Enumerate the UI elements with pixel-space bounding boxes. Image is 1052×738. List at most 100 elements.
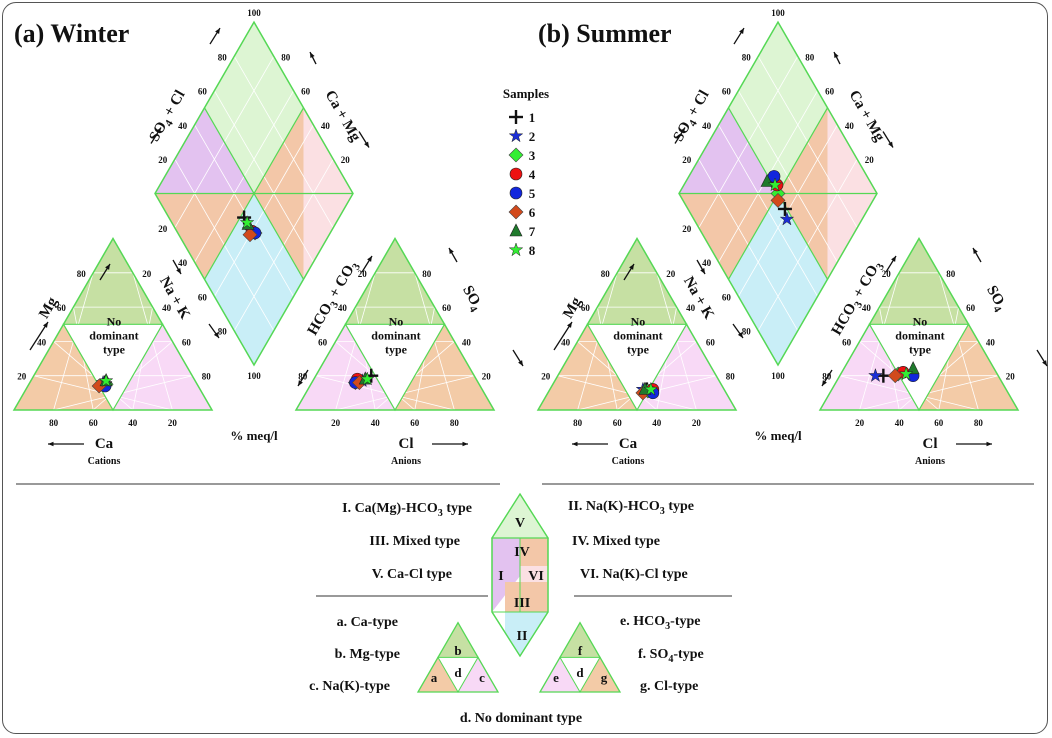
panel-title: (a) Winter bbox=[14, 19, 129, 48]
small-region-left bbox=[418, 657, 458, 692]
arrow-head bbox=[105, 264, 110, 270]
small-center bbox=[559, 656, 601, 693]
arrow-head bbox=[156, 127, 161, 134]
tick-mg: 20 bbox=[541, 372, 551, 382]
tick-so4: 80 bbox=[946, 269, 956, 279]
arrow-head bbox=[629, 264, 634, 270]
tick-so4cl: 40 bbox=[702, 121, 712, 131]
tick-nak: 40 bbox=[162, 303, 172, 313]
tick-nak: 20 bbox=[142, 269, 152, 279]
axis-arrow bbox=[623, 263, 635, 281]
region-d bbox=[63, 324, 163, 410]
class-I: I. Ca(Mg)-HCO3 type bbox=[342, 501, 472, 519]
axis-label-so4: SO4 bbox=[980, 283, 1010, 315]
subscript: 3 bbox=[328, 299, 341, 310]
class-IV: IV. Mixed type bbox=[572, 534, 660, 549]
tick-ca: 80 bbox=[573, 418, 583, 428]
axis-arrow bbox=[674, 127, 686, 144]
axis-arrow bbox=[696, 259, 706, 275]
axis-label-cl: Cl bbox=[399, 436, 414, 452]
tick-camg: 60 bbox=[301, 87, 311, 97]
legend-label-4: 4 bbox=[529, 167, 536, 182]
legend-marker-3 bbox=[508, 147, 524, 163]
tick-ca: 60 bbox=[613, 418, 623, 428]
axis-arrow bbox=[309, 51, 317, 65]
axis-label-ca: Ca bbox=[619, 436, 638, 452]
axis-label-nak: Na + K bbox=[680, 274, 717, 322]
class-f: f. SO4-type bbox=[638, 647, 704, 665]
diamond bbox=[154, 20, 354, 367]
class-II: II. Na(K)-HCO3 type bbox=[568, 499, 694, 517]
sample-8-anion-point bbox=[898, 366, 914, 381]
tick-diamond-left: 20 bbox=[158, 224, 168, 234]
tick-cl: 20 bbox=[855, 418, 865, 428]
legend-title: Samples bbox=[503, 86, 549, 101]
text-segment: + Cl bbox=[683, 88, 712, 123]
subscript: 3 bbox=[665, 621, 670, 632]
legend-label-6: 6 bbox=[529, 205, 536, 220]
tick-diamond-left: 80 bbox=[218, 327, 228, 337]
cation-outline bbox=[12, 236, 214, 411]
tick-diamond-left: 20 bbox=[682, 224, 692, 234]
axis-label-camg: Ca + Mg bbox=[846, 88, 888, 145]
region-g bbox=[919, 324, 1018, 410]
subscript: 4 bbox=[466, 304, 479, 315]
axis-label-camg: Ca + Mg bbox=[322, 88, 364, 145]
tick-mg: 80 bbox=[601, 269, 611, 279]
no-dominant-line2: dominant bbox=[895, 328, 944, 342]
axis-arrow bbox=[732, 323, 744, 339]
tick-hco3: 40 bbox=[862, 303, 872, 313]
tick-bottom: 100 bbox=[771, 371, 785, 381]
small-center bbox=[437, 656, 479, 693]
tick-so4: 80 bbox=[422, 269, 432, 279]
arrow-head bbox=[48, 441, 54, 447]
tick-mg: 40 bbox=[37, 337, 47, 347]
axis-arrow bbox=[150, 127, 162, 144]
no-dominant-line3: type bbox=[103, 342, 126, 356]
legend-label-2: 2 bbox=[529, 129, 536, 144]
subscript: 4 bbox=[990, 304, 1003, 315]
axis-arrow bbox=[956, 441, 992, 447]
legend-label-5: 5 bbox=[529, 186, 536, 201]
region-a-fill bbox=[14, 324, 113, 410]
legend-marker-8 bbox=[508, 242, 524, 257]
small-letter-center: d bbox=[454, 665, 462, 680]
tick-nak: 60 bbox=[706, 337, 716, 347]
label-anions: Anions bbox=[391, 456, 421, 467]
tick-camg: 40 bbox=[321, 121, 331, 131]
sample-6-diamond-point bbox=[242, 227, 258, 243]
tick-ca: 40 bbox=[128, 418, 138, 428]
legend-marker-1 bbox=[509, 110, 523, 124]
arrow-head bbox=[567, 322, 572, 328]
subscript: 4 bbox=[687, 118, 700, 129]
small-letter-left: a bbox=[431, 670, 438, 685]
units-label: % meq/l bbox=[754, 428, 802, 443]
tick-diamond-left: 60 bbox=[198, 292, 208, 302]
arrow-head bbox=[973, 248, 978, 254]
small-letter-right: c bbox=[479, 670, 485, 685]
sample-6-diamond-point bbox=[770, 192, 786, 208]
key-letter-VI: VI bbox=[528, 569, 544, 584]
tick-hco3: 60 bbox=[318, 337, 328, 347]
legend-marker-7 bbox=[509, 223, 523, 237]
tick-mg: 40 bbox=[561, 337, 571, 347]
axis-arrow bbox=[733, 27, 745, 45]
sample-8-diamond-point bbox=[239, 214, 255, 229]
axis-arrow bbox=[172, 259, 182, 275]
label-cations: Cations bbox=[612, 456, 645, 467]
region-g bbox=[395, 324, 494, 410]
units-label: % meq/l bbox=[230, 428, 278, 443]
region-f bbox=[345, 238, 445, 325]
region-d bbox=[869, 324, 969, 410]
arrow-head bbox=[700, 268, 705, 274]
region-f bbox=[869, 238, 969, 325]
no-dominant-line1: No bbox=[389, 314, 404, 328]
tick-top: 100 bbox=[771, 8, 785, 18]
